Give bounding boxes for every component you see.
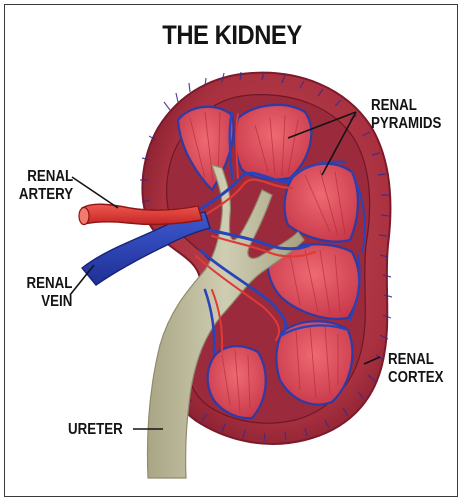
label-renal-pyramids: RENAL PYRAMIDS <box>371 97 441 133</box>
renal-pyramid <box>276 321 352 404</box>
renal-pyramid <box>235 105 311 180</box>
leader-line <box>72 177 118 208</box>
label-renal-cortex: RENAL CORTEX <box>388 351 444 387</box>
label-renal-vein: RENAL VEIN <box>26 275 72 311</box>
leader-line <box>70 265 94 295</box>
label-renal-artery: RENAL ARTERY <box>19 168 73 204</box>
label-ureter: URETER <box>68 421 123 439</box>
